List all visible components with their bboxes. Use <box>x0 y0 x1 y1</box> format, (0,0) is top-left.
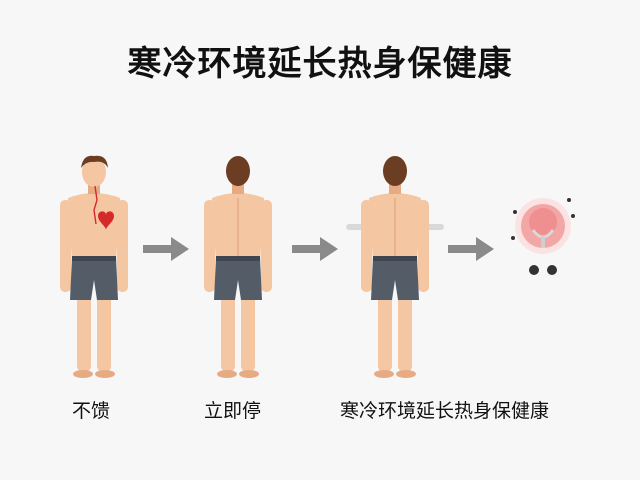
page-title: 寒冷环境延长热身保健康 <box>127 44 513 84</box>
person-front-pain-figure <box>60 155 128 378</box>
arrow-right-icon <box>448 237 494 261</box>
step-label-2: 立即停 <box>204 400 262 422</box>
person-back-stretching-figure <box>346 156 444 378</box>
arrow-right-icon <box>143 237 189 261</box>
heart-warmth-icon <box>511 198 575 275</box>
step-label-1: 不馈 <box>72 400 111 422</box>
chest-pain-icon <box>98 211 114 230</box>
step-label-3: 寒冷环境延长热身保健康 <box>340 400 550 422</box>
arrow-right-icon <box>292 237 338 261</box>
person-back-figure <box>204 156 272 378</box>
